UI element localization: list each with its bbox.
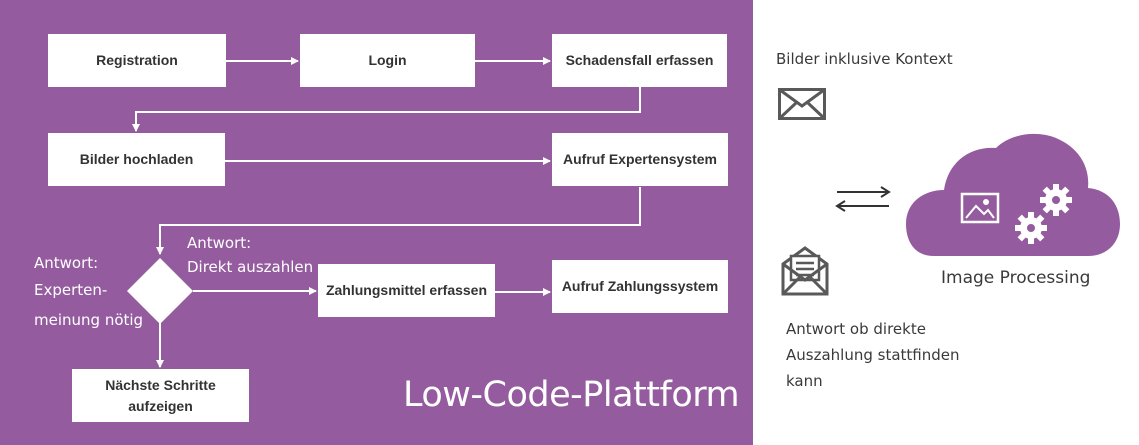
context-label: Bilder inklusive Kontext [776, 50, 953, 68]
zahlungssystem-box: Aufruf Zahlungssystem [552, 260, 728, 313]
experten-label-line3: meinung nötig [34, 311, 144, 329]
answer-label-line2: Auszahlung stattfinden [786, 346, 960, 364]
experten-label-line2: Experten- [34, 281, 108, 299]
cloud-icon [906, 133, 1120, 256]
decision-diamond [127, 258, 193, 324]
platform-title: Low-Code-Plattform [403, 375, 740, 415]
arrow-expertensystem-decision [156, 187, 641, 255]
schadensfall-label: Schadensfall erfassen [565, 52, 714, 68]
low-code-platform-panel: Registration Login Schadensfall erfassen… [0, 0, 753, 445]
zahlungsmittel-label: Zahlungsmittel erfassen [325, 282, 488, 298]
experten-label-line1: Antwort: [34, 254, 99, 272]
expertensystem-label: Aufruf Expertensystem [562, 151, 718, 167]
gears-icon [1015, 184, 1072, 244]
naechste-schritte-box: Nächste Schritte aufzeigen [72, 369, 249, 422]
arrow-schadensfall-bilder [132, 87, 641, 132]
registration-box: Registration [48, 34, 226, 87]
registration-label: Registration [96, 52, 178, 68]
schadensfall-box: Schadensfall erfassen [552, 34, 727, 87]
zahlungsmittel-box: Zahlungsmittel erfassen [318, 264, 495, 317]
envelope-icon [778, 88, 826, 120]
cloud-label: Image Processing [941, 268, 1091, 288]
answer-label-line1: Antwort ob direkte [786, 320, 926, 338]
external-services-panel: Bilder inklusive Kontext [753, 0, 1139, 445]
bilder-box: Bilder hochladen [48, 133, 225, 186]
login-box: Login [300, 34, 475, 87]
flow-connectors [127, 57, 641, 368]
direkt-label-line2: Direkt auszahlen [187, 258, 314, 276]
exchange-arrows-icon [835, 186, 891, 212]
direkt-label-line1: Antwort: [187, 234, 252, 252]
open-envelope-icon [781, 246, 829, 296]
naechste-label-line2: aufzeigen [128, 397, 193, 414]
image-icon [960, 192, 1000, 224]
zahlungssystem-label: Aufruf Zahlungssystem [561, 278, 719, 294]
bilder-label: Bilder hochladen [79, 151, 194, 167]
naechste-label-line1: Nächste Schritte [105, 376, 216, 393]
login-label: Login [368, 52, 407, 68]
expertensystem-box: Aufruf Expertensystem [552, 133, 728, 186]
answer-label-line3: kann [786, 372, 823, 390]
